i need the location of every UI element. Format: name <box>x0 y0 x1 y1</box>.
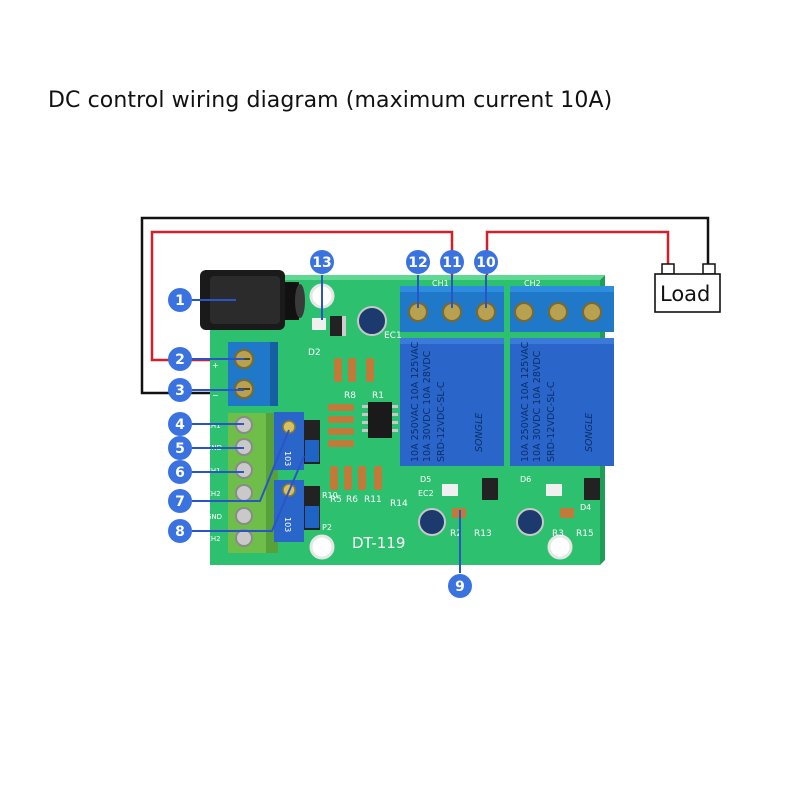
callout-12-label: 12 <box>408 255 427 271</box>
label-r13: R13 <box>474 529 492 539</box>
callout-3: 3 <box>168 378 192 402</box>
label-p2: P2 <box>322 523 332 532</box>
callout-7: 7 <box>168 489 192 513</box>
terminal-label-4: CH2 <box>206 490 221 498</box>
relay1-brand: SONGLE <box>474 413 485 452</box>
callout-12: 12 <box>406 250 430 274</box>
terminal-label-6: CH2 <box>206 535 221 543</box>
svg-text:+: + <box>212 361 219 370</box>
callout-9-label: 9 <box>455 579 465 595</box>
label-r8: R8 <box>344 391 356 401</box>
lower-components: EC2 D5 R2 R13 D6 R3 R15 D4 <box>418 475 600 539</box>
label-r3: R3 <box>552 529 564 539</box>
callout-10: 10 <box>474 250 498 274</box>
svg-text:−: − <box>212 391 219 400</box>
relay2-line3: SRD-12VDC-SL-C <box>546 381 557 462</box>
callout-3-label: 3 <box>175 383 185 399</box>
relay-label-ch2: CH2 <box>524 279 541 288</box>
callout-13-label: 13 <box>312 255 331 271</box>
callout-4: 4 <box>168 412 192 436</box>
callout-1-label: 1 <box>175 293 185 309</box>
callout-6: 6 <box>168 460 192 484</box>
smd-area: D2 R1 R8 EC1 R5 R6 R11 R14 <box>308 306 408 509</box>
jumpers: R10 P2 <box>304 420 338 532</box>
callout-leaders <box>192 275 487 573</box>
label-r5: R5 <box>330 495 342 505</box>
label-r11: R11 <box>364 495 382 505</box>
callout-5-label: 5 <box>175 441 185 457</box>
label-r2: R2 <box>450 529 462 539</box>
relay-1: 10A 250VAC 10A 125VAC 10A 30VDC 10A 28VD… <box>400 338 504 466</box>
relay1-line2: 10A 30VDC 10A 28VDC <box>422 350 433 462</box>
relay-label-ch1: CH1 <box>432 279 449 288</box>
dc-jack <box>200 270 305 330</box>
label-r15: R15 <box>576 529 594 539</box>
label-r10: R10 <box>322 491 338 500</box>
callout-8: 8 <box>168 519 192 543</box>
relay1-line3: SRD-12VDC-SL-C <box>436 381 447 462</box>
callout-13: 13 <box>310 250 334 274</box>
potentiometers: 103 103 <box>274 412 304 542</box>
board-name: DT-119 <box>352 534 405 552</box>
terminal-label-5: GND <box>206 513 222 521</box>
callout-2: 2 <box>168 347 192 371</box>
relay-terminal-2: CH2 <box>510 279 614 332</box>
relay2-brand: SONGLE <box>584 413 595 452</box>
callout-7-label: 7 <box>175 494 185 510</box>
callout-9: 9 <box>448 574 472 598</box>
callout-6-label: 6 <box>175 465 185 481</box>
pot-label-2: 103 <box>283 517 292 532</box>
callout-8-label: 8 <box>175 524 185 540</box>
callout-1: 1 <box>168 288 192 312</box>
terminal-label-1: CH1 <box>206 422 221 430</box>
label-d5: D5 <box>420 475 431 484</box>
diagram-title: DC control wiring diagram (maximum curre… <box>48 88 613 113</box>
callout-badges: 1 2 3 4 5 6 7 8 9 10 11 12 13 <box>168 250 498 598</box>
relay-2: 10A 250VAC 10A 125VAC 10A 30VDC 10A 28VD… <box>510 338 614 466</box>
callout-4-label: 4 <box>175 417 185 433</box>
callout-11: 11 <box>440 250 464 274</box>
callout-10-label: 10 <box>476 255 496 271</box>
callout-11-label: 11 <box>442 255 461 271</box>
relay2-line1: 10A 250VAC 10A 125VAC <box>520 341 531 462</box>
label-d4: D4 <box>580 503 591 512</box>
callout-5: 5 <box>168 436 192 460</box>
label-ec2: EC2 <box>418 489 434 498</box>
load-label: Load <box>660 282 710 306</box>
label-r6: R6 <box>346 495 358 505</box>
relay1-line1: 10A 250VAC 10A 125VAC <box>410 341 421 462</box>
pot-label-1: 103 <box>283 451 292 466</box>
label-d6: D6 <box>520 475 531 484</box>
label-d2: D2 <box>308 348 321 358</box>
label-ec1: EC1 <box>384 331 402 341</box>
relay2-line2: 10A 30VDC 10A 28VDC <box>532 350 543 462</box>
callout-2-label: 2 <box>175 352 185 368</box>
load-box: Load <box>654 263 721 313</box>
label-r14: R14 <box>390 499 408 509</box>
label-r1: R1 <box>372 391 384 401</box>
power-terminal: + − <box>212 342 278 406</box>
